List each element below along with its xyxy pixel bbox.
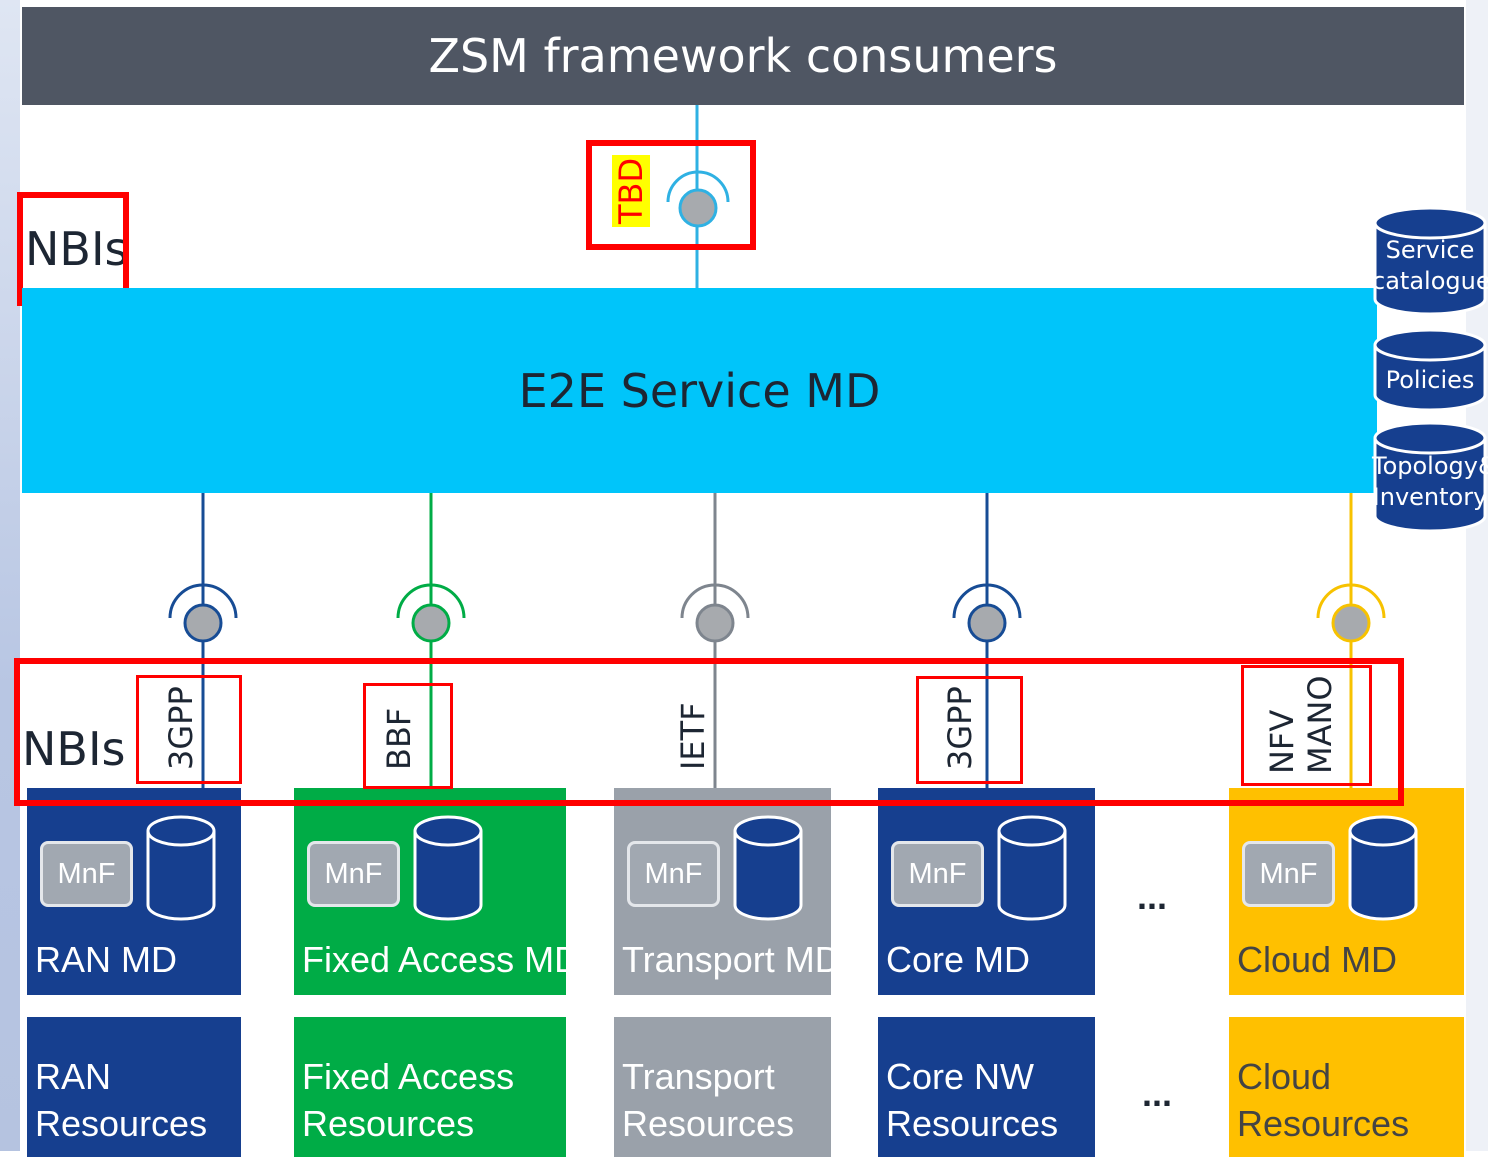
mnf-box: MnF (891, 841, 984, 907)
resource-label-line2: Resources (1237, 1103, 1410, 1144)
store-label-line1: Topology& (1372, 452, 1488, 480)
tbd-highlight-box (586, 140, 756, 250)
consumers-label: ZSM framework consumers (428, 29, 1058, 83)
resource-label-line1: Transport (622, 1056, 775, 1097)
database-icon (1373, 328, 1487, 412)
mnf-box: MnF (1242, 841, 1335, 907)
resource-box-ran: RAN Resources (27, 1017, 241, 1157)
transport-interface-icon (680, 583, 750, 643)
md-box-fixed-access: MnF Fixed Access MD (294, 788, 580, 995)
md-title: Core MD (886, 939, 1031, 980)
resource-label-line2: Resources (302, 1103, 475, 1144)
md-box-cloud: MnF Cloud MD (1229, 788, 1464, 995)
resource-label-line2: Resources (35, 1103, 208, 1144)
highlight-box-core-nbi (916, 676, 1023, 784)
mnf-box: MnF (307, 841, 400, 907)
database-icon (1348, 815, 1418, 921)
md-title: Transport MD (622, 939, 841, 980)
database-icon (733, 815, 803, 921)
resource-label-line2: Resources (886, 1103, 1059, 1144)
topology-inventory-store: Topology& Inventory (1372, 420, 1488, 534)
ellipsis-md: ... (1137, 876, 1168, 917)
e2e-service-md: E2E Service MD (22, 288, 1377, 493)
md-box-transport: MnF Transport MD (614, 788, 841, 995)
resource-box-core: Core NW Resources (878, 1017, 1095, 1157)
resource-label-line1: RAN (35, 1056, 112, 1097)
resource-label-line1: Core NW (886, 1056, 1035, 1097)
database-icon (146, 815, 216, 921)
store-label-line1: Policies (1385, 366, 1475, 394)
md-box-core: MnF Core MD (878, 788, 1095, 995)
core-interface-icon (952, 583, 1022, 643)
nbis-bottom-label: NBIs (22, 722, 126, 776)
service-catalogue-store: Service catalogue (1372, 205, 1488, 317)
highlight-box-ran-nbi (136, 675, 242, 784)
mnf-box: MnF (627, 841, 720, 907)
fixed-access-interface-icon (396, 583, 466, 643)
consumers-banner: ZSM framework consumers (22, 7, 1464, 105)
md-title: RAN MD (35, 939, 177, 980)
highlight-box-fixed-access-nbi (363, 683, 453, 789)
database-icon (1373, 421, 1487, 533)
resource-label-line1: Cloud (1237, 1056, 1332, 1097)
md-title: Cloud MD (1237, 939, 1398, 980)
policies-store: Policies (1372, 327, 1488, 413)
mnf-box: MnF (40, 841, 133, 907)
resource-label-line1: Fixed Access (302, 1056, 515, 1097)
store-label-line1: Service (1385, 236, 1475, 264)
ran-interface-icon (168, 583, 238, 643)
resource-box-fixed-access: Fixed Access Resources (294, 1017, 566, 1157)
slide-left-edge (0, 0, 20, 1151)
nbis-bottom-highlight-box (14, 658, 1404, 806)
store-label-line2: Inventory (1372, 483, 1488, 511)
highlight-box-cloud-nbi (1241, 665, 1372, 786)
md-title: Fixed Access MD (302, 939, 581, 980)
database-icon (1373, 206, 1487, 316)
database-icon (997, 815, 1067, 921)
database-icon (413, 815, 483, 921)
resource-box-cloud: Cloud Resources (1229, 1017, 1464, 1157)
md-box-ran: MnF RAN MD (27, 788, 241, 995)
top-interface-icon (666, 170, 730, 228)
cloud-interface-icon (1316, 583, 1386, 643)
resource-label-line2: Resources (622, 1103, 795, 1144)
resource-box-transport: Transport Resources (614, 1017, 831, 1157)
ellipsis-resources: ... (1142, 1073, 1173, 1114)
store-label-line2: catalogue (1372, 267, 1488, 295)
e2e-service-md-label: E2E Service MD (518, 363, 881, 418)
nbis-top-label: NBIs (25, 222, 129, 276)
